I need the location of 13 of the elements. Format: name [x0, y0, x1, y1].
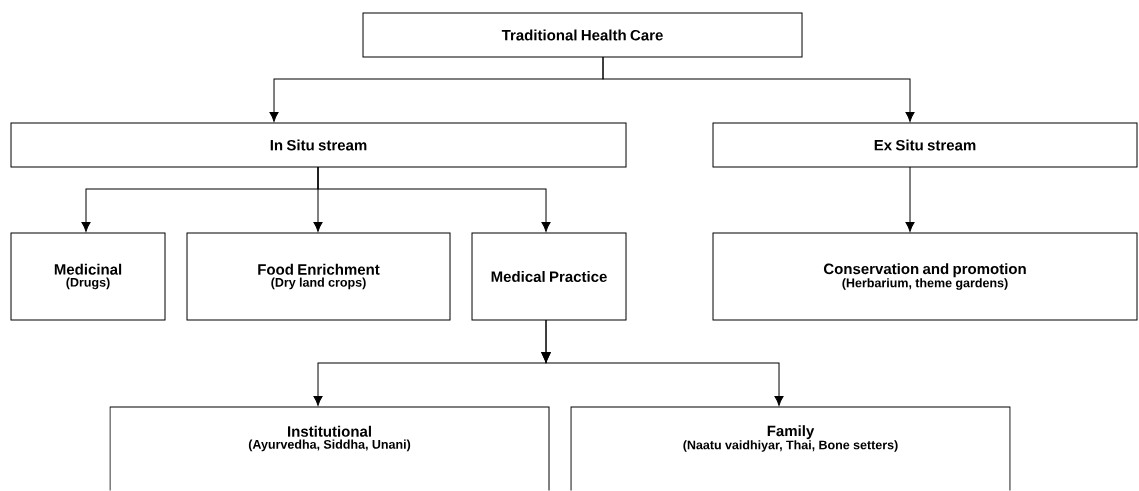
- box: Conservation and promotion (Herbarium, theme gardens): [712, 232, 1138, 321]
- box: Medical Practice: [471, 232, 627, 321]
- arrow: [317, 166, 551, 232]
- box: Ex Situ stream: [712, 122, 1138, 168]
- box: Food Enrichment (Dry land crops): [186, 232, 451, 321]
- box: Family (Naatu vaidhiyar, Thai, Bone setters): [570, 406, 1011, 491]
- box: Medicinal (Drugs): [10, 232, 166, 321]
- arrow: [541, 319, 784, 406]
- box: Institutional (Ayurvedha, Siddha, Unani): [109, 406, 550, 491]
- arrow: [905, 166, 915, 232]
- box: In Situ stream: [10, 122, 627, 168]
- arrow: [602, 56, 915, 122]
- box: Traditional Health Care: [362, 12, 803, 58]
